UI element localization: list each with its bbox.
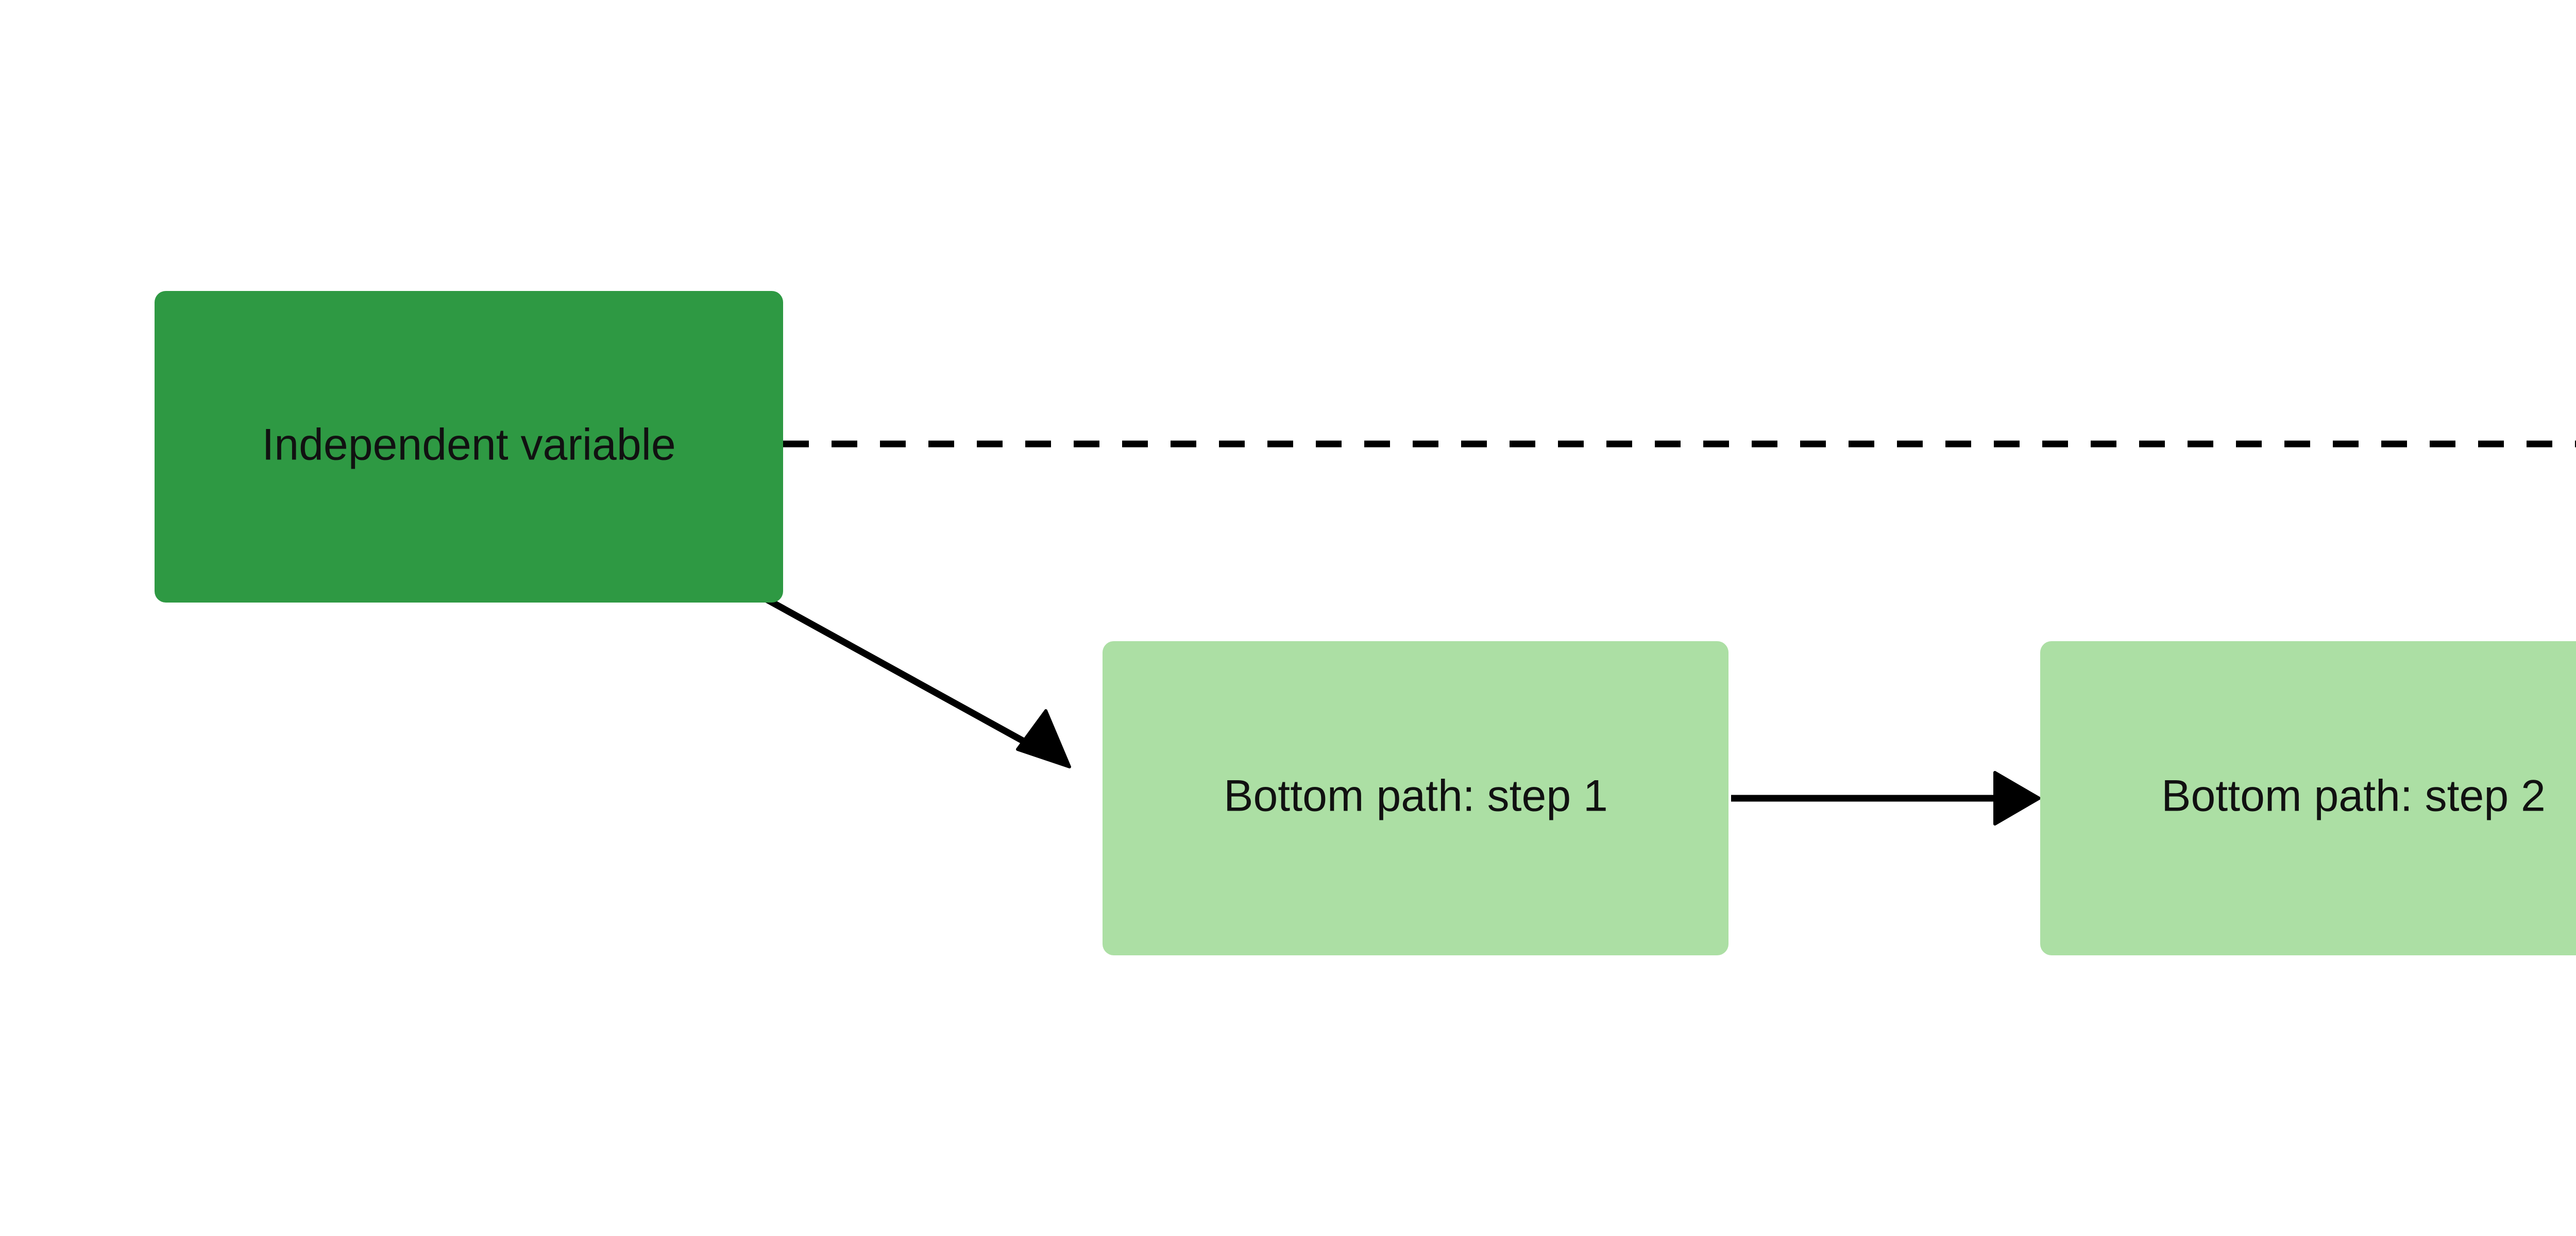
edge-diagonal-line-down xyxy=(752,589,1038,751)
node-bottom-path-step-1-shape xyxy=(1103,641,1728,955)
arrow-head-icon xyxy=(1993,771,2041,826)
node-independent-variable-shape xyxy=(155,291,783,603)
arrow-head-icon xyxy=(1016,709,1071,768)
node-independent-variable[interactable]: Independent variable xyxy=(155,291,783,603)
node-bottom-path-step-1[interactable]: Bottom path: step 1 xyxy=(1103,641,1728,955)
edge-step1-to-step2[interactable] xyxy=(1731,771,2041,826)
node-bottom-path-step-2[interactable]: Bottom path: step 2 xyxy=(2040,641,2576,955)
node-layer: Independent variable Dependent variable … xyxy=(155,291,2576,955)
node-bottom-path-step-1-label: Bottom path: step 1 xyxy=(1224,771,1608,821)
node-bottom-path-step-2-label: Bottom path: step 2 xyxy=(2161,771,2546,821)
node-independent-variable-label: Independent variable xyxy=(262,420,675,470)
edge-independent-to-dependent[interactable] xyxy=(783,417,2576,471)
edge-independent-to-step1[interactable] xyxy=(752,589,1071,768)
edge-layer xyxy=(752,417,2576,826)
node-bottom-path-step-2-shape xyxy=(2040,641,2576,955)
